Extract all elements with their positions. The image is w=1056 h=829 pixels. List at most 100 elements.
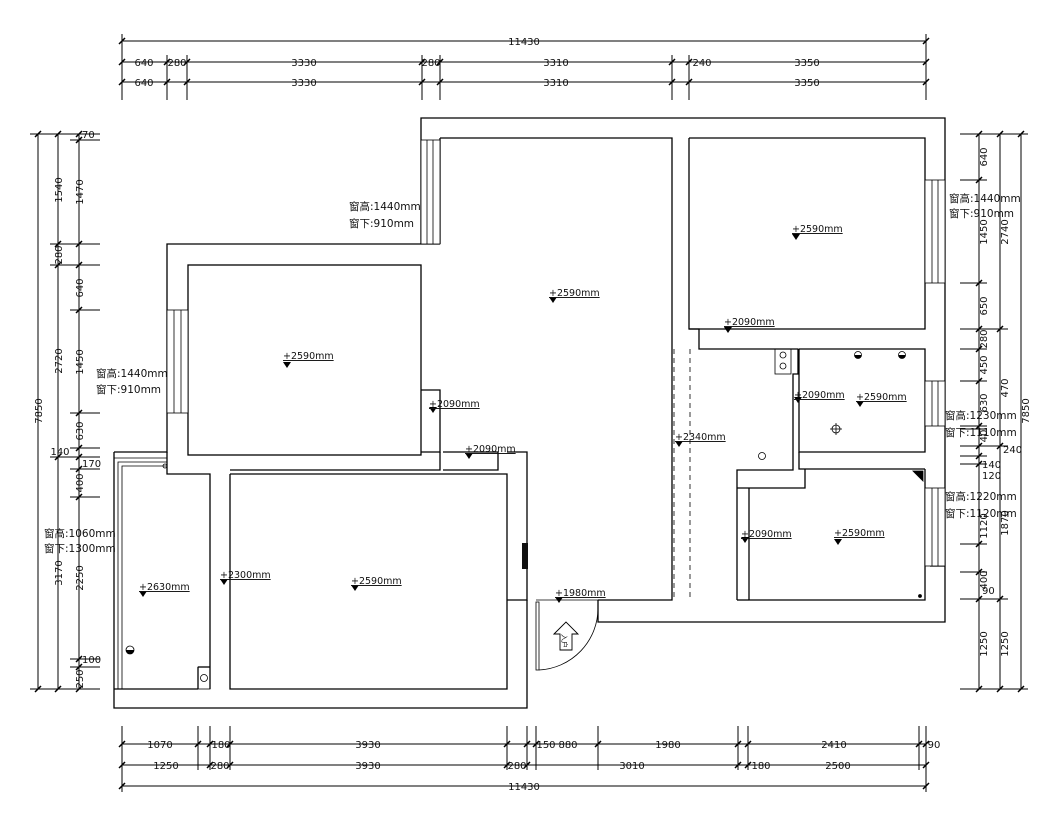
level-label: +2090mm	[741, 529, 792, 540]
dim-total-left: 7850	[34, 398, 45, 423]
window-note: 窗高:1060mm 窗下:1300mm	[44, 527, 116, 555]
dim-label: 1250	[979, 631, 990, 656]
level-label: +2590mm	[792, 224, 843, 235]
dim-label: 640	[134, 78, 153, 89]
drain-icon	[758, 452, 766, 460]
level-label: +2630mm	[139, 582, 190, 593]
window-height-label: 窗高:1220mm	[945, 490, 1017, 503]
dim-label: 2500	[825, 761, 850, 772]
window-right-top	[924, 179, 946, 284]
dim-label: 280	[979, 329, 990, 348]
dim-label: 3350	[794, 58, 819, 69]
dim-label: 640	[134, 58, 153, 69]
fixtures	[125, 348, 924, 690]
dim-label: 3350	[794, 78, 819, 89]
window-note: 窗高:1230mm 窗下:1110mm	[945, 409, 1017, 439]
level-marker: +1980mm	[555, 588, 606, 603]
dim-label: 630	[75, 421, 86, 440]
dim-label: 400	[75, 473, 86, 492]
dim-total-bottom: 11430	[508, 782, 540, 793]
dim-label: 640	[979, 147, 990, 166]
dim-label: 280	[167, 58, 186, 69]
window-right-mid	[924, 380, 946, 427]
dim-total-right: 7850	[1021, 398, 1032, 423]
dim-label: 640	[75, 278, 86, 297]
window-height-label: 窗高:1440mm	[96, 367, 168, 380]
dim-label: 90	[982, 586, 995, 597]
level-label: +2300mm	[220, 570, 271, 581]
level-marker: +2590mm	[283, 351, 334, 368]
dim-label: 140	[982, 460, 1001, 471]
dim-label: 120	[982, 471, 1001, 482]
bottom-dimensions	[118, 726, 930, 792]
window-sill-label: 窗下:910mm	[949, 207, 1014, 220]
drain-icon	[779, 351, 787, 359]
level-marker: +2590mm	[856, 392, 907, 407]
dim-label: 240	[1003, 445, 1022, 456]
dim-label: 3310	[543, 58, 568, 69]
dim-label: 280	[507, 761, 526, 772]
level-marker: +2590mm	[351, 576, 402, 591]
dim-label: 2720	[54, 348, 65, 373]
windows	[166, 139, 946, 567]
dim-total-top: 11430	[508, 37, 540, 48]
dim-label: 180	[211, 740, 230, 751]
level-label: +2590mm	[834, 528, 885, 539]
dim-label: 2250	[75, 565, 86, 590]
dim-label: 1540	[54, 177, 65, 202]
window-note: 窗高:1220mm 窗下:1120mm	[945, 490, 1017, 520]
dim-label: 2740	[1000, 219, 1011, 244]
dim-label: 3930	[355, 761, 380, 772]
dim-label: 3010	[619, 761, 644, 772]
dim-label: 3930	[355, 740, 380, 751]
dim-label: 170	[82, 459, 101, 470]
dim-label: 1070	[147, 740, 172, 751]
dim-label: 450	[979, 355, 990, 374]
level-marker: +2630mm	[139, 582, 190, 597]
right-dimension-labels: 7850 2740 470 1870 1250 640 1450 650 280…	[979, 147, 1032, 656]
dim-label: 1450	[979, 219, 990, 244]
dim-label: 1870	[1000, 510, 1011, 535]
level-marker: +2590mm	[549, 288, 600, 303]
dim-label: 3310	[543, 78, 568, 89]
dim-label: 880	[558, 740, 577, 751]
dim-label: 3330	[291, 58, 316, 69]
top-dimension-labels: 11430 640 280 3330 280 3310 240 3350 640…	[134, 37, 819, 89]
dim-label: 1470	[75, 179, 86, 204]
level-markers: +2590mm +2590mm +2590mm +2590mm +2590mm …	[139, 224, 907, 603]
window-bedroom-left	[166, 309, 189, 414]
level-label: +2590mm	[549, 288, 600, 299]
window-note: 窗高:1440mm 窗下:910mm	[949, 192, 1021, 220]
top-dimensions	[118, 34, 930, 100]
dim-label: 70	[82, 130, 95, 141]
counter-dashed-lines	[673, 349, 691, 600]
dim-label: 3170	[54, 560, 65, 585]
dim-label: 1250	[153, 761, 178, 772]
drain-icon	[779, 362, 787, 370]
drain-icon	[162, 463, 168, 469]
level-label: +2340mm	[675, 432, 726, 443]
dim-label: 400	[979, 570, 990, 589]
entry-arrow-icon: 入户	[552, 621, 580, 651]
riser-box	[197, 666, 211, 690]
window-sill-label: 窗下:1120mm	[945, 507, 1017, 520]
level-label: +1980mm	[555, 588, 606, 599]
walls	[113, 117, 946, 709]
level-label: +2090mm	[724, 317, 775, 328]
dim-label: 2410	[821, 740, 846, 751]
dim-label: 40	[979, 430, 990, 443]
level-label: +2090mm	[465, 444, 516, 455]
dim-label: 1250	[1000, 631, 1011, 656]
dim-label: 150	[536, 740, 555, 751]
dim-label: 180	[751, 761, 770, 772]
dim-label: 280	[421, 58, 440, 69]
window-height-label: 窗高:1440mm	[949, 192, 1021, 205]
window-sill-label: 窗下:910mm	[349, 217, 414, 230]
pipe-icon	[200, 674, 208, 682]
bottom-dimension-labels: 1070 180 3930 150 880 1980 2410 90 1250 …	[147, 740, 940, 793]
dim-label: 630	[979, 393, 990, 412]
dim-label: 3330	[291, 78, 316, 89]
level-marker: +2090mm	[794, 390, 845, 403]
left-dimensions	[30, 130, 100, 693]
